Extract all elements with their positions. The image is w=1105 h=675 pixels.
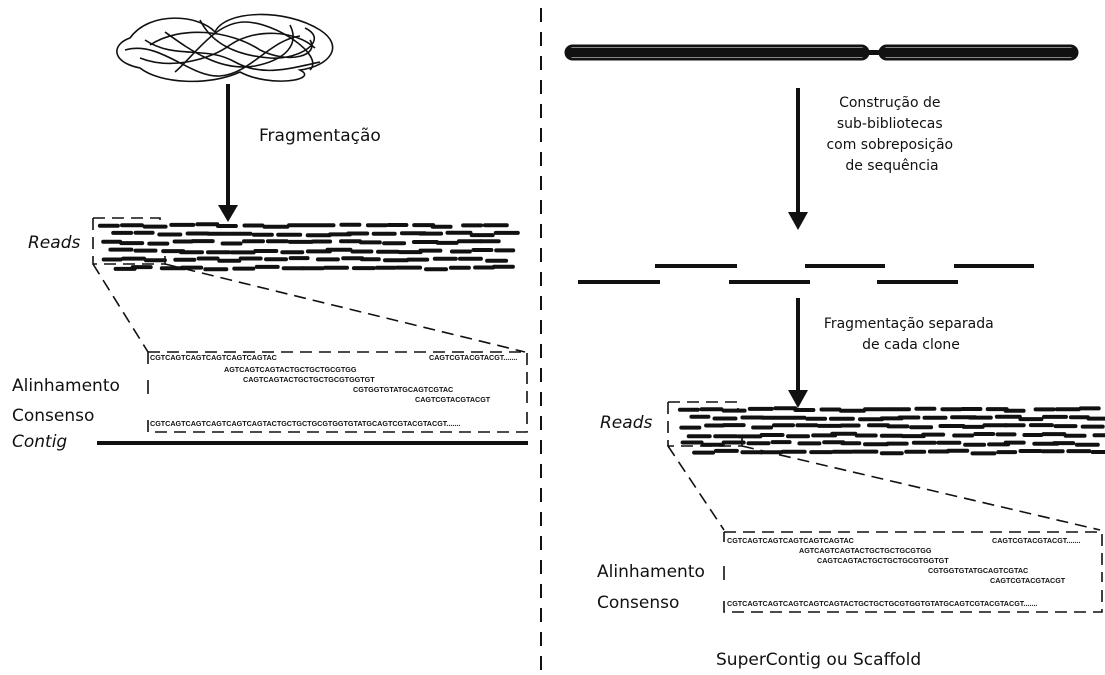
fragmentation-clone-arrowhead [788,390,808,408]
reads-zoom-box [667,401,743,447]
consensus-label: Consenso [597,593,679,613]
alignment-row: AGTCAGTCAGTACTGCTGCTGCGTGG [224,365,357,374]
clone-fragmentation-line: de cada clone [862,337,960,353]
alignment-row: CAGTCGTACGTACGT....... [992,536,1080,545]
alignment-row: CAGTCGTACGTACGT [415,395,491,404]
library-arrowhead [788,212,808,230]
alignment-row: CGTCAGTCAGTCAGTCAGTCAGTAC [727,536,854,545]
alignment-box [147,351,528,433]
reads-zoom-box [92,217,166,265]
tangled-dna-icon [116,13,334,83]
alignment-row: CGTCAGTCAGTCAGTCAGTCAGTAC [150,353,277,362]
reads-label: Reads [28,233,80,253]
fragmentation-label: Fragmentação [259,126,381,146]
left-panel: Fragmentação Reads CGTCAGTCAGTCAGTCAGTCA… [12,13,528,452]
scaffold-label: SuperContig ou Scaffold [716,650,921,670]
alignment-row: CAGTCAGTACTGCTGCTGCGTGGTGT [817,556,949,565]
contig-label: Contig [12,432,67,452]
clones [578,264,1034,284]
alignment-row: CAGTCGTACGTACGT [990,576,1066,585]
clone-fragmentation-label: Fragmentação separada de cada clone [824,316,998,353]
alignment-block: CGTCAGTCAGTCAGTCAGTCAGTAC CAGTCGTACGTACG… [150,353,517,428]
reads-pile [97,222,520,272]
library-step-line: Construção de [839,95,940,111]
alignment-row: CAGTCAGTACTGCTGCTGCGTGGTGT [243,375,375,384]
zoom-guide-left [667,445,725,531]
consensus-sequence: CGTCAGTCAGTCAGTCAGTCAGTACTGCTGCTGCGTGGTG… [150,419,460,428]
consensus-label: Consenso [12,406,94,426]
chromosome-icon [564,44,1079,61]
zoom-guide-left [92,263,149,353]
reads-pile [677,406,1105,456]
library-step-line: sub-bibliotecas [837,116,943,132]
alignment-row: AGTCAGTCAGTACTGCTGCTGCGTGG [799,546,932,555]
alignment-row: CAGTCGTACGTACGT....... [429,353,517,362]
alignment-label: Alinhamento [597,562,705,582]
library-step-line: de sequência [845,158,938,174]
reads-label: Reads [600,413,652,433]
zoom-guide-right [164,263,526,353]
alignment-row: CGTGGTGTATGCAGTCGTAC [928,566,1028,575]
consensus-sequence: CGTCAGTCAGTCAGTCAGTCAGTACTGCTGCTGCGTGGTG… [727,599,1037,608]
library-step-label: Construção de sub-bibliotecas com sobrep… [826,95,957,174]
clone-fragmentation-line: Fragmentação separada [824,316,994,332]
right-panel: Construção de sub-bibliotecas com sobrep… [564,44,1105,670]
fragmentation-arrowhead [218,205,238,222]
zoom-guide-right [741,445,1101,531]
alignment-box [723,531,1103,613]
alignment-label: Alinhamento [12,376,120,396]
alignment-row: CGTGGTGTATGCAGTCGTAC [353,385,453,394]
alignment-block: CGTCAGTCAGTCAGTCAGTCAGTAC CAGTCGTACGTACG… [727,536,1080,608]
library-step-line: com sobreposição [826,137,953,153]
